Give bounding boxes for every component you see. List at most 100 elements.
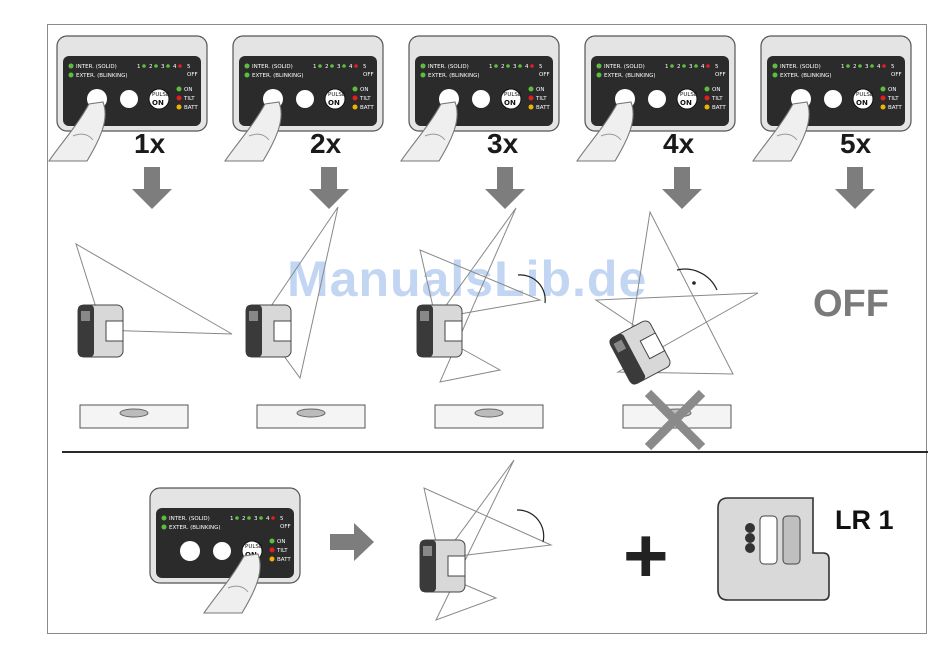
label-batt: BATT bbox=[888, 105, 902, 111]
invalid-cross-icon bbox=[644, 389, 706, 451]
num-led bbox=[354, 64, 358, 68]
num-5: 5 bbox=[891, 64, 895, 70]
press-count-5: 5x bbox=[840, 128, 872, 159]
num-3: 3 bbox=[254, 516, 258, 522]
label-on: ON bbox=[328, 99, 340, 107]
receiver-model-label: LR 1 bbox=[835, 505, 894, 535]
num-led bbox=[342, 64, 346, 68]
laser-port bbox=[420, 311, 429, 321]
laser-device bbox=[245, 304, 292, 358]
led-inter bbox=[420, 63, 426, 69]
down-arrow-icon bbox=[835, 167, 875, 209]
num-led bbox=[318, 64, 322, 68]
num-4: 4 bbox=[349, 64, 353, 70]
label-inter: INTER. (SOLID) bbox=[604, 64, 645, 70]
led-batt bbox=[269, 556, 275, 562]
num-2: 2 bbox=[149, 64, 153, 70]
num-4: 4 bbox=[266, 516, 270, 522]
label-batt: BATT bbox=[277, 557, 291, 563]
led-on bbox=[352, 86, 358, 92]
label-pulse: PULSE bbox=[680, 92, 698, 98]
press-count-2: 2x bbox=[310, 128, 342, 159]
on-button bbox=[324, 88, 346, 110]
led-batt bbox=[176, 104, 182, 110]
num-2: 2 bbox=[325, 64, 329, 70]
label-off: OFF bbox=[280, 524, 291, 530]
exter-button bbox=[180, 541, 200, 561]
num-5: 5 bbox=[280, 516, 284, 522]
num-2: 2 bbox=[242, 516, 246, 522]
label-tilt: TILT bbox=[887, 96, 899, 102]
page-frame bbox=[47, 24, 927, 634]
label-exter: EXTER. (BLINKING) bbox=[780, 73, 832, 79]
num-led bbox=[858, 64, 862, 68]
right-arrow-icon bbox=[330, 523, 374, 561]
label-inter: INTER. (SOLID) bbox=[780, 64, 821, 70]
num-4: 4 bbox=[173, 64, 177, 70]
bubble-level-icon bbox=[79, 404, 189, 429]
laser-beam-lines bbox=[419, 207, 542, 383]
num-4: 4 bbox=[525, 64, 529, 70]
down-arrow-icon bbox=[132, 167, 172, 209]
led-inter bbox=[161, 515, 167, 521]
num-1: 1 bbox=[489, 64, 493, 70]
receiver-button-icon bbox=[745, 543, 755, 553]
num-1: 1 bbox=[665, 64, 669, 70]
led-inter bbox=[244, 63, 250, 69]
finger-icon bbox=[47, 101, 106, 162]
num-1: 1 bbox=[137, 64, 141, 70]
label-led-on: ON bbox=[712, 87, 720, 93]
label-tilt: TILT bbox=[276, 548, 288, 554]
num-led bbox=[142, 64, 146, 68]
label-off: OFF bbox=[187, 72, 198, 78]
led-inter bbox=[772, 63, 778, 69]
laser-beam-lines bbox=[75, 242, 233, 335]
num-3: 3 bbox=[161, 64, 165, 70]
laser-device bbox=[77, 304, 124, 358]
section-divider bbox=[62, 451, 928, 453]
laser-window bbox=[273, 320, 292, 342]
label-exter: EXTER. (BLINKING) bbox=[76, 73, 128, 79]
center-button bbox=[296, 90, 314, 108]
led-batt bbox=[352, 104, 358, 110]
num-led bbox=[530, 64, 534, 68]
num-led bbox=[870, 64, 874, 68]
center-button bbox=[120, 90, 138, 108]
label-on: ON bbox=[856, 99, 868, 107]
num-3: 3 bbox=[513, 64, 517, 70]
rotation-arc-icon bbox=[517, 274, 546, 304]
receiver-button-icon bbox=[745, 523, 755, 533]
center-button bbox=[213, 542, 231, 560]
label-on: ON bbox=[680, 99, 692, 107]
num-4: 4 bbox=[701, 64, 705, 70]
label-inter: INTER. (SOLID) bbox=[428, 64, 469, 70]
on-button bbox=[500, 88, 522, 110]
watermark: ManualsLib.de bbox=[287, 251, 648, 307]
laser-port bbox=[423, 546, 432, 556]
label-batt: BATT bbox=[184, 105, 198, 111]
led-tilt bbox=[880, 95, 886, 101]
num-4: 4 bbox=[877, 64, 881, 70]
finger-icon bbox=[202, 553, 261, 614]
bubble-level-icon bbox=[256, 404, 366, 429]
label-batt: BATT bbox=[360, 105, 374, 111]
pivot-dot bbox=[692, 281, 696, 285]
num-3: 3 bbox=[337, 64, 341, 70]
label-batt: BATT bbox=[536, 105, 550, 111]
led-on bbox=[269, 538, 275, 544]
label-inter: INTER. (SOLID) bbox=[76, 64, 117, 70]
led-on bbox=[176, 86, 182, 92]
label-exter: EXTER. (BLINKING) bbox=[252, 73, 304, 79]
label-off: OFF bbox=[363, 72, 374, 78]
label-exter: EXTER. (BLINKING) bbox=[169, 525, 221, 531]
laser-device bbox=[419, 539, 466, 593]
led-exter bbox=[244, 72, 250, 78]
level-bubble bbox=[119, 408, 149, 418]
bubble-level-icon bbox=[434, 404, 544, 429]
led-batt bbox=[528, 104, 534, 110]
receiver-sensor-2 bbox=[782, 515, 801, 565]
label-off: OFF bbox=[715, 72, 726, 78]
